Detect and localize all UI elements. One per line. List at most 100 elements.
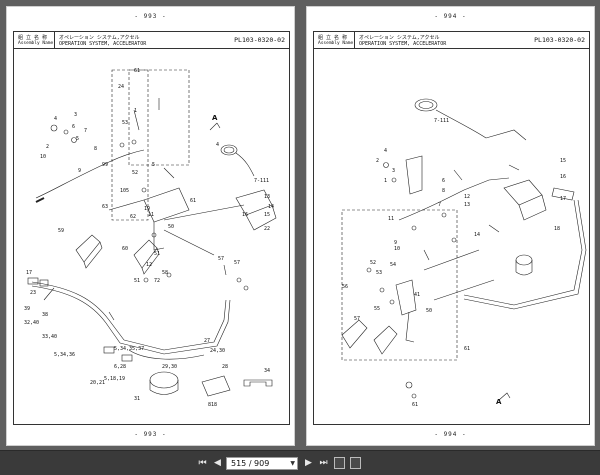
part-callout-label: 58 — [162, 270, 168, 276]
part-callout-label: 22 — [264, 226, 270, 232]
skip-first-icon[interactable]: ⏮ — [198, 458, 207, 468]
part-callout-label: 15 — [560, 158, 566, 164]
part-callout-label: 5,34,35,37 — [114, 346, 144, 352]
part-callout-label: 10 — [40, 154, 46, 160]
part-callout-label: 12 — [146, 262, 152, 268]
viewer-toolbar: ⏮ ◀ 515 / 909 ▼ ▶ ⏭ — [0, 450, 600, 475]
title-divider — [354, 32, 355, 48]
assembly-name-en: OPERATION SYSTEM, ACCELERATOR — [59, 41, 147, 47]
part-callout-label: 62 — [130, 214, 136, 220]
skip-last-icon[interactable]: ⏭ — [319, 458, 328, 468]
part-callout-label: 38 — [42, 312, 48, 318]
title-block: 組 立 名 称 Assembly Name オペレーション システム,アクセル … — [14, 32, 289, 49]
part-callout-label: 2 — [46, 144, 49, 150]
section-marker-label: A — [496, 398, 502, 406]
part-callout-label: 52 — [132, 170, 138, 176]
part-callout-label: 4 — [216, 142, 219, 148]
part-callout-label: 31 — [134, 396, 140, 402]
part-callout-label: 50 — [168, 224, 174, 230]
part-callout-label: 3 — [392, 168, 395, 174]
page-number-value: 515 / 909 — [231, 459, 270, 468]
part-callout-label: 4 — [384, 148, 387, 154]
title-divider — [54, 32, 55, 48]
part-callout-label: 105 — [120, 188, 129, 194]
page-993: - 993 - 組 立 名 称 Assembly Name オペレーション シス… — [6, 6, 295, 446]
part-list-code: PL103-0320-02 — [234, 36, 285, 44]
part-callout-label: 12 — [464, 194, 470, 200]
assembly-label-en: Assembly Name — [18, 41, 54, 46]
part-callout-label: 23 — [30, 290, 36, 296]
part-callout-label: 17 — [26, 270, 32, 276]
part-callout-label: 63 — [102, 204, 108, 210]
page-number-bottom: - 993 - — [134, 431, 167, 438]
part-callout-label: 60 — [122, 246, 128, 252]
part-callout-label: 8 — [442, 188, 445, 194]
part-callout-label: 57 — [354, 316, 360, 322]
title-block: 組 立 名 称 Assembly Name オペレーション システム,アクセル … — [314, 32, 589, 49]
drawing-frame: 組 立 名 称 Assembly Name オペレーション システム,アクセル … — [13, 31, 290, 425]
part-callout-label: 51 — [154, 251, 160, 257]
page-number-bottom: - 994 - — [434, 431, 467, 438]
page-number-top: - 994 - — [434, 13, 467, 20]
next-page-icon[interactable]: ▶ — [305, 458, 312, 468]
part-callout-label: 818 — [208, 402, 217, 408]
part-callout-label: 10 — [394, 246, 400, 252]
part-list-code: PL103-0320-02 — [534, 36, 585, 44]
exploded-view-drawing: A612415343210657899955210519636111625950… — [24, 68, 277, 408]
part-callout-label: 29,30 — [162, 364, 177, 370]
part-callout-label: 6 — [72, 124, 75, 130]
part-callout-label: 61 — [190, 198, 196, 204]
part-callout-label: 11 — [148, 212, 154, 218]
part-callout-label: 5,18,19 — [104, 376, 125, 382]
part-callout-label: 5 — [152, 162, 155, 168]
part-callout-label: 72 — [154, 278, 160, 284]
part-callout-label: 61 — [464, 346, 470, 352]
part-callout-label: 11 — [388, 216, 394, 222]
part-callout-label: 59 — [58, 228, 64, 234]
part-callout-label: 6 — [442, 178, 445, 184]
part-callout-label: 55 — [374, 306, 380, 312]
part-callout-label: 7 — [84, 128, 87, 134]
part-callout-label: 50 — [426, 308, 432, 314]
prev-page-icon[interactable]: ◀ — [214, 458, 221, 468]
part-callout-label: 54 — [390, 262, 396, 268]
chevron-down-icon[interactable]: ▼ — [290, 460, 295, 467]
assembly-label-jp: 組 立 名 称 — [318, 35, 348, 41]
part-callout-label: 15 — [264, 212, 270, 218]
part-callout-label: 7 — [438, 202, 441, 208]
part-callout-label: 14 — [268, 204, 274, 210]
part-callout-label: 41 — [414, 292, 420, 298]
part-callout-label: 53 — [122, 120, 128, 126]
document-viewer: - 993 - 組 立 名 称 Assembly Name オペレーション シス… — [0, 0, 600, 450]
assembly-label-jp: 組 立 名 称 — [18, 35, 48, 41]
part-callout-label: 27 — [204, 338, 210, 344]
copy-icon[interactable] — [334, 457, 345, 469]
part-callout-label: 1 — [384, 178, 387, 184]
part-callout-label: 16 — [560, 174, 566, 180]
part-callout-label: 32,40 — [24, 320, 39, 326]
part-callout-label: 3 — [74, 112, 77, 118]
section-marker-label: A — [212, 114, 218, 122]
part-callout-label: 99 — [102, 162, 108, 168]
part-callout-label: 4 — [54, 116, 57, 122]
part-callout-label: 9 — [78, 168, 81, 174]
part-callout-label: 57 — [234, 260, 240, 266]
part-callout-label: 7-111 — [434, 118, 449, 124]
part-callout-label: 8 — [94, 146, 97, 152]
fit-page-icon[interactable] — [350, 457, 361, 469]
part-callout-label: 17 — [560, 196, 566, 202]
page-number-input[interactable]: 515 / 909 ▼ — [226, 457, 298, 470]
part-callout-label: 20,21 — [90, 380, 105, 386]
assembly-name-jp: オペレーション システム,アクセル — [59, 35, 140, 41]
part-callout-label: 24 — [118, 84, 124, 90]
assembly-name-jp: オペレーション システム,アクセル — [359, 35, 440, 41]
part-callout-label: 57 — [218, 256, 224, 262]
part-callout-label: 13 — [264, 194, 270, 200]
part-callout-label: 19 — [144, 206, 150, 212]
part-callout-label: 1 — [134, 108, 137, 114]
part-callout-label: 28 — [222, 364, 228, 370]
part-callout-label: 56 — [342, 284, 348, 290]
part-callout-label: 16 — [242, 212, 248, 218]
part-callout-label: 33,40 — [42, 334, 57, 340]
